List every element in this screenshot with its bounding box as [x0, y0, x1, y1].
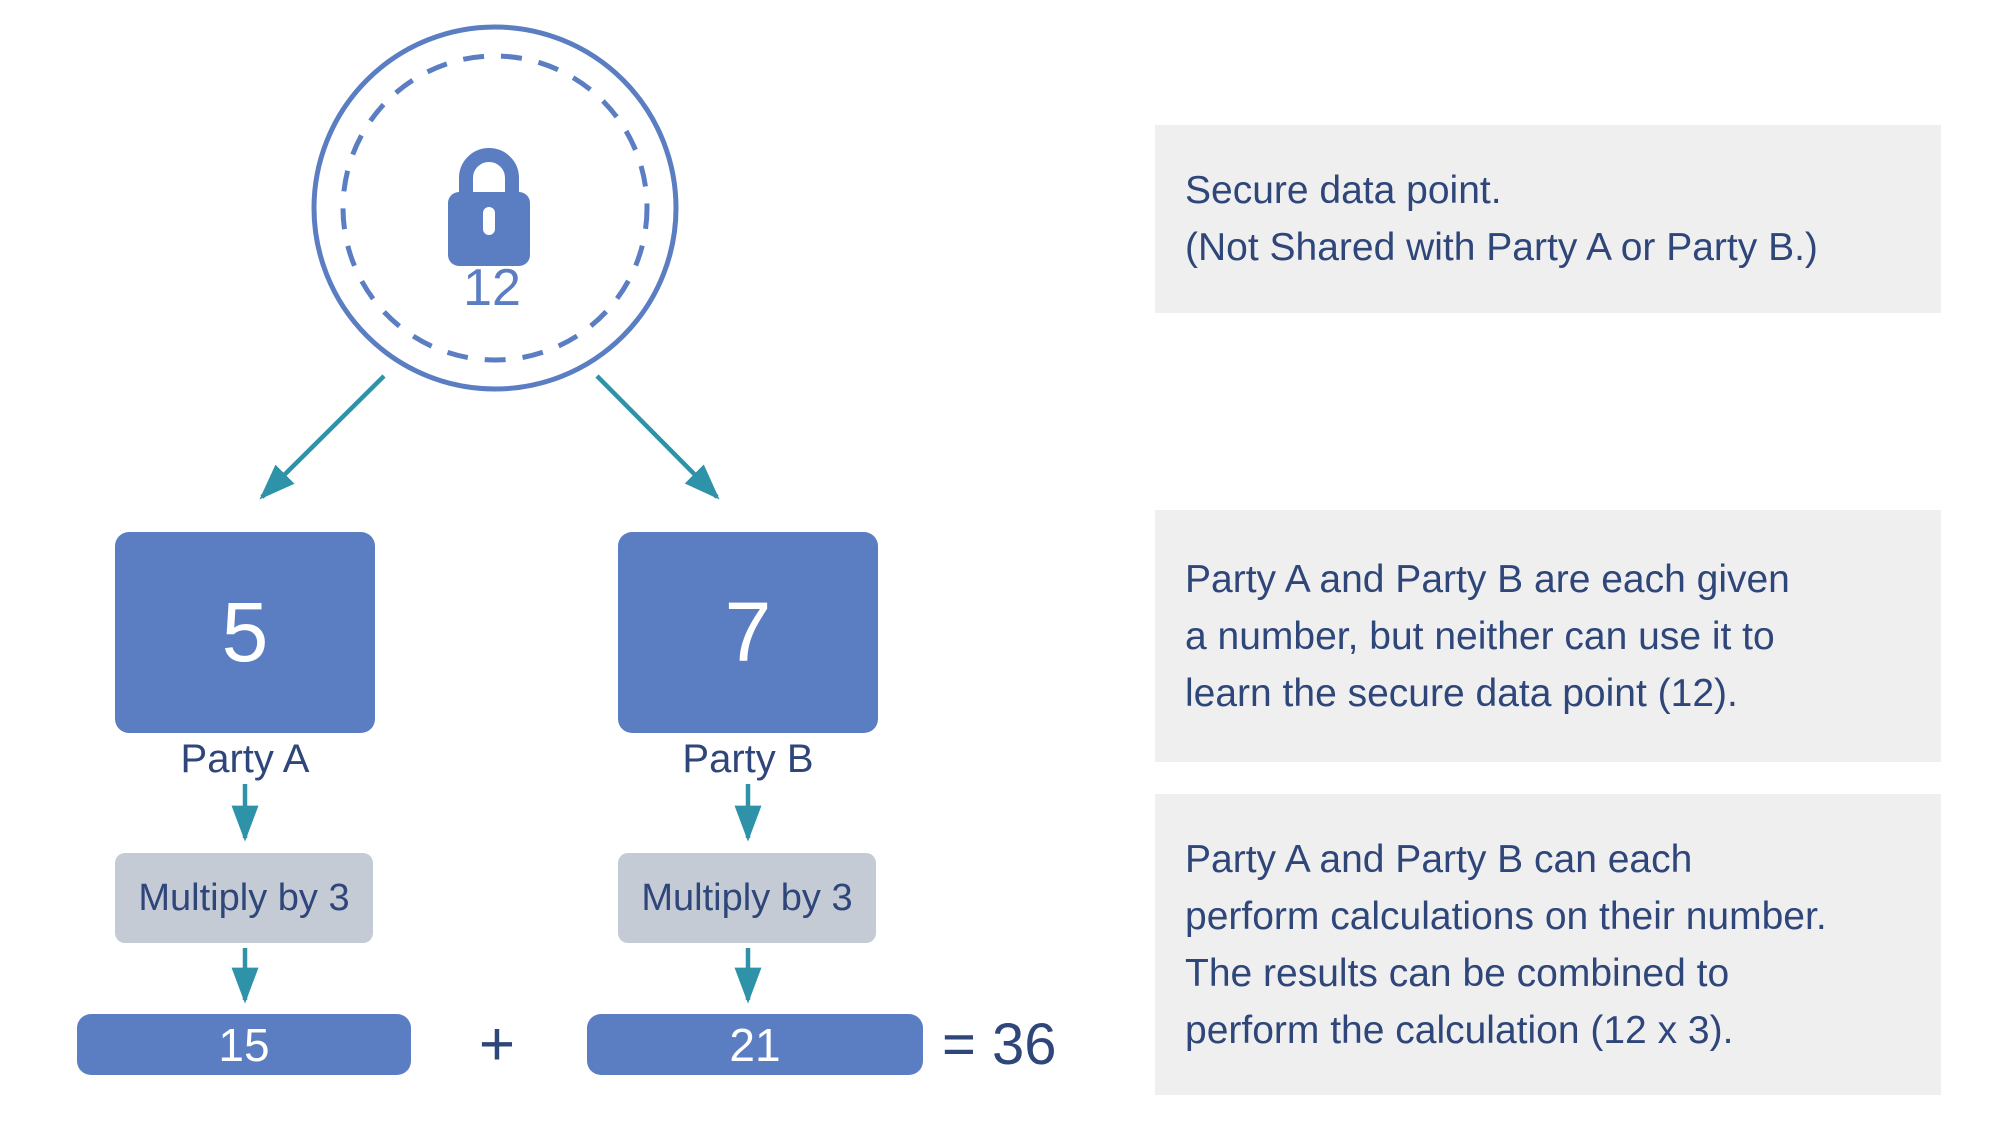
party-a-share-box: 5: [115, 532, 375, 733]
info-panel-calculation: Party A and Party B can each perform cal…: [1155, 794, 1941, 1095]
panel-line: Secure data point.: [1185, 169, 1502, 212]
lock-keyhole: [483, 207, 495, 235]
arrow-to-party-a: [259, 374, 386, 500]
panel-line: Party A and Party B can each: [1185, 837, 1693, 881]
info-panel-secure-data: Secure data point. (Not Shared with Part…: [1155, 125, 1941, 313]
panel-line: Party A and Party B are each given: [1185, 557, 1790, 601]
party-a-label: Party A: [180, 736, 310, 781]
lock-shackle: [459, 148, 519, 196]
secure-node-outer-circle: [311, 24, 679, 392]
panel-line: learn the secure data point (12).: [1185, 671, 1738, 715]
panel-line: a number, but neither can use it to: [1185, 614, 1775, 658]
party-b-share-box: 7: [618, 532, 878, 733]
secure-data-value: 12: [463, 259, 521, 317]
party-b-share-value: 7: [724, 585, 772, 679]
party-a-result-bar: 15: [77, 1014, 411, 1075]
secure-node-dashed-circle: [340, 53, 650, 363]
party-a-multiply-label: Multiply by 3: [138, 876, 350, 919]
panel-line: perform calculations on their number.: [1185, 894, 1827, 938]
party-b-label: Party B: [682, 736, 814, 781]
plus-sign: +: [478, 1010, 516, 1079]
arrow-to-party-b: [595, 374, 720, 500]
panel-line: The results can be combined to: [1185, 951, 1730, 995]
party-b-result-value: 21: [729, 1018, 781, 1071]
info-panel-shares: Party A and Party B are each given a num…: [1155, 510, 1941, 762]
lock-icon: [448, 148, 530, 266]
party-a-share-value: 5: [221, 585, 269, 679]
party-a-result-value: 15: [218, 1018, 270, 1071]
party-b-multiply-box: Multiply by 3: [618, 853, 876, 943]
equals-result: = 36: [942, 1012, 1057, 1077]
secure-data-node: [311, 24, 679, 392]
party-a-multiply-box: Multiply by 3: [115, 853, 373, 943]
panel-line: (Not Shared with Party A or Party B.): [1185, 226, 1818, 269]
party-b-result-bar: 21: [587, 1014, 923, 1075]
party-b-multiply-label: Multiply by 3: [641, 876, 853, 919]
panel-line: perform the calculation (12 x 3).: [1185, 1008, 1734, 1052]
